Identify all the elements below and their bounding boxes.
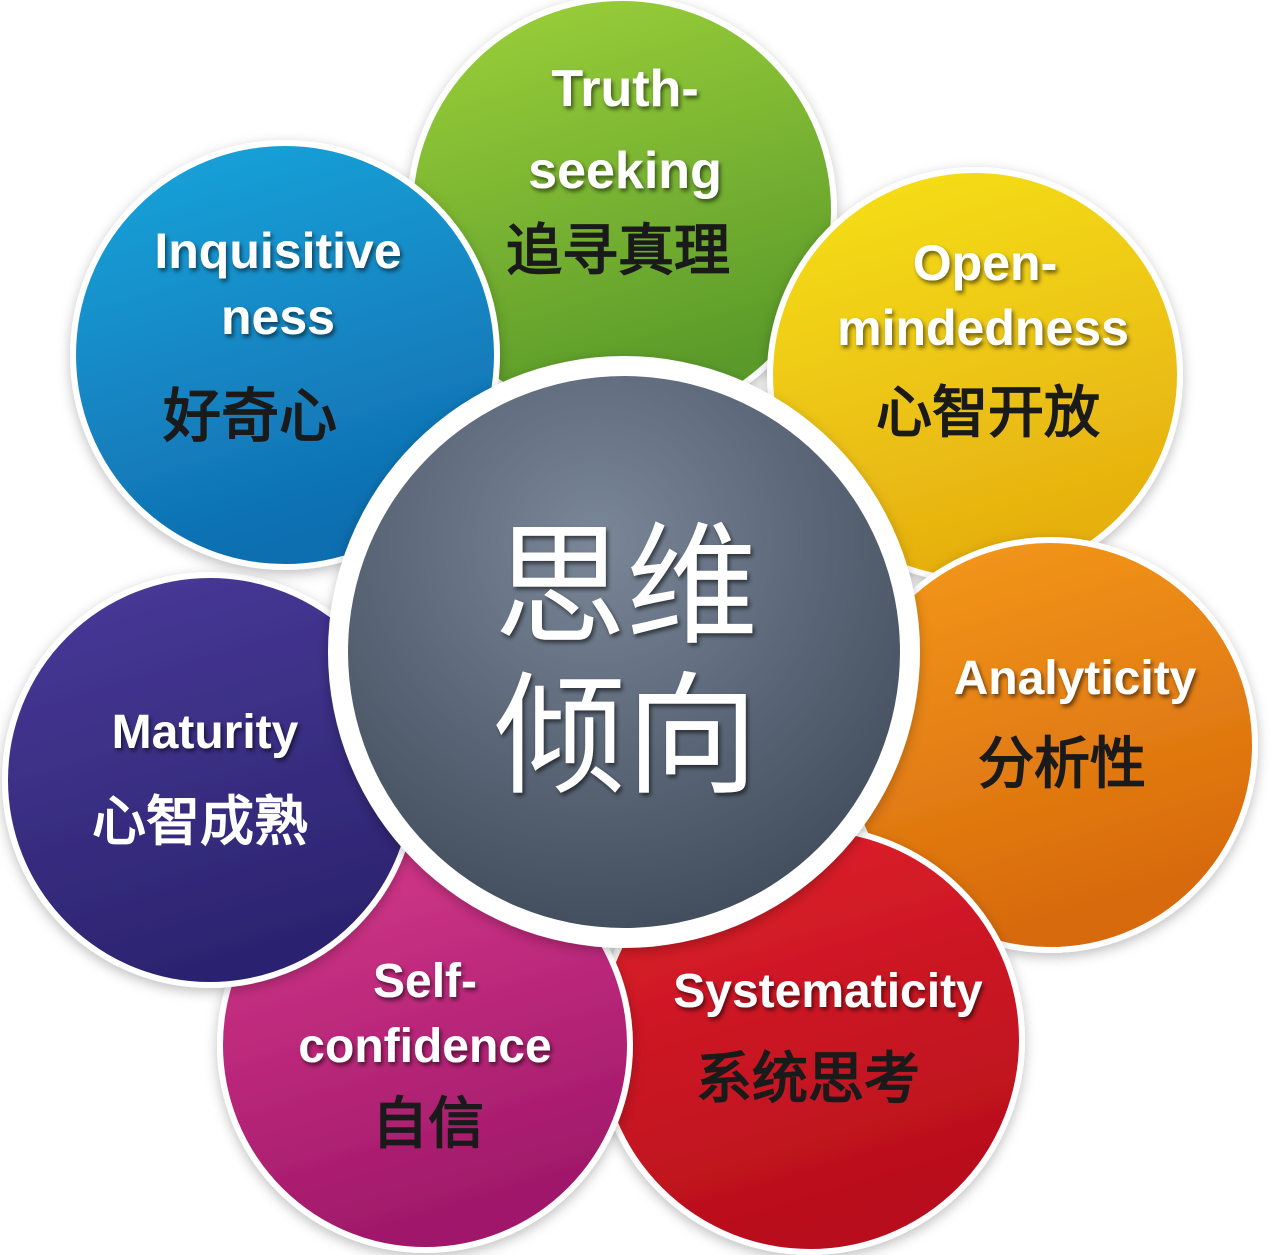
systematicity-zh: 系统思考 — [696, 1046, 920, 1112]
maturity-zh: 心智成熟 — [92, 789, 308, 853]
self-confidence-zh: 自信 — [372, 1091, 484, 1157]
self-confidence-label-line1: Self- — [373, 955, 477, 1008]
inquisitiveness-label-line2: ness — [221, 289, 335, 345]
analyticity-zh: 分析性 — [978, 731, 1146, 797]
systematicity-label: Systematicity — [673, 965, 983, 1018]
inquisitiveness-label-line1: Inquisitive — [154, 223, 401, 279]
center-circle — [348, 376, 900, 928]
petal-truth-seeking: Truth- seeking 追寻真理 — [407, 0, 837, 425]
inquisitiveness-circle — [70, 140, 500, 570]
center-title-line2: 倾向 — [494, 660, 758, 814]
open-mindedness-label-line2: mindedness — [837, 300, 1129, 356]
open-mindedness-zh: 心智开放 — [876, 380, 1100, 446]
open-mindedness-label-line1: Open- — [913, 235, 1057, 291]
truth-seeking-label-line2: seeking — [528, 142, 722, 200]
petal-maturity: Maturity 心智成熟 — [2, 572, 418, 988]
petal-analyticity: Analyticity 分析性 — [842, 537, 1258, 953]
truth-seeking-label-line1: Truth- — [551, 60, 698, 118]
petal-inquisitiveness: Inquisitive ness 好奇心 — [70, 140, 500, 570]
maturity-label: Maturity — [112, 706, 299, 759]
center-title-line1: 思维 — [494, 510, 758, 664]
self-confidence-label-line2: confidence — [298, 1020, 551, 1073]
petal-open-mindedness: Open- mindedness 心智开放 — [767, 167, 1183, 583]
analyticity-label: Analyticity — [954, 652, 1197, 705]
truth-seeking-zh: 追寻真理 — [506, 218, 730, 284]
center-circle-group: 思维 倾向 — [328, 356, 920, 948]
inquisitiveness-zh: 好奇心 — [162, 382, 337, 450]
